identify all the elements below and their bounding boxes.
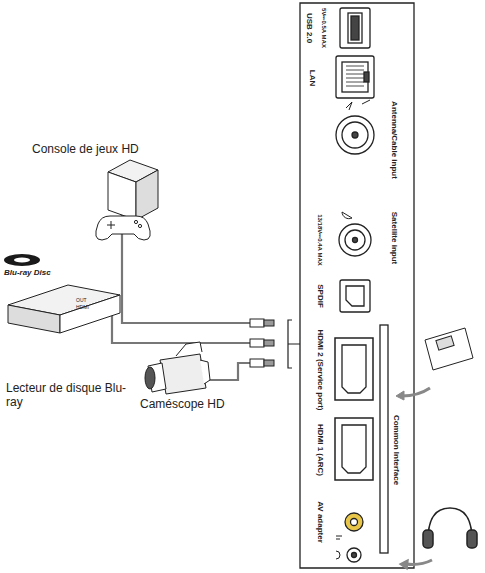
headphones	[400, 508, 477, 569]
port-label: Satellite input	[389, 212, 398, 264]
port-label: SPDIF	[315, 284, 324, 308]
port-label: Antenna/Cable input	[389, 101, 398, 179]
bluray-logo	[4, 254, 40, 266]
ci-card	[396, 328, 473, 400]
device-label: Caméscope HD	[140, 398, 240, 412]
game-console	[96, 160, 158, 240]
tv-panel	[300, 3, 414, 568]
device-label: Lecteur de disque Blu-ray	[6, 382, 131, 410]
port-label: HDMI 1 (ARC)	[315, 424, 324, 476]
bracket	[288, 320, 300, 368]
camcorder	[145, 342, 210, 394]
hdmi-plugs	[250, 319, 274, 367]
logo-text: Blu-ray Disc	[4, 268, 64, 277]
port-label: HDMI	[76, 305, 96, 311]
device-label: Console de jeux HD	[32, 143, 172, 157]
port-label: HDMI 2 (Service port)	[315, 330, 324, 411]
port-label: AV adapter	[315, 501, 324, 543]
slot-label: Common Interface	[391, 415, 400, 485]
rating-label: 5V⎓0.5A MAX	[321, 8, 328, 48]
port-label: LAN	[307, 70, 316, 86]
port-label: OUT	[76, 298, 96, 304]
bluray-player	[8, 285, 120, 333]
port-label: USB 2.0	[304, 13, 313, 43]
rating-label: 13/18V⎓0.4A MAX	[317, 214, 324, 265]
